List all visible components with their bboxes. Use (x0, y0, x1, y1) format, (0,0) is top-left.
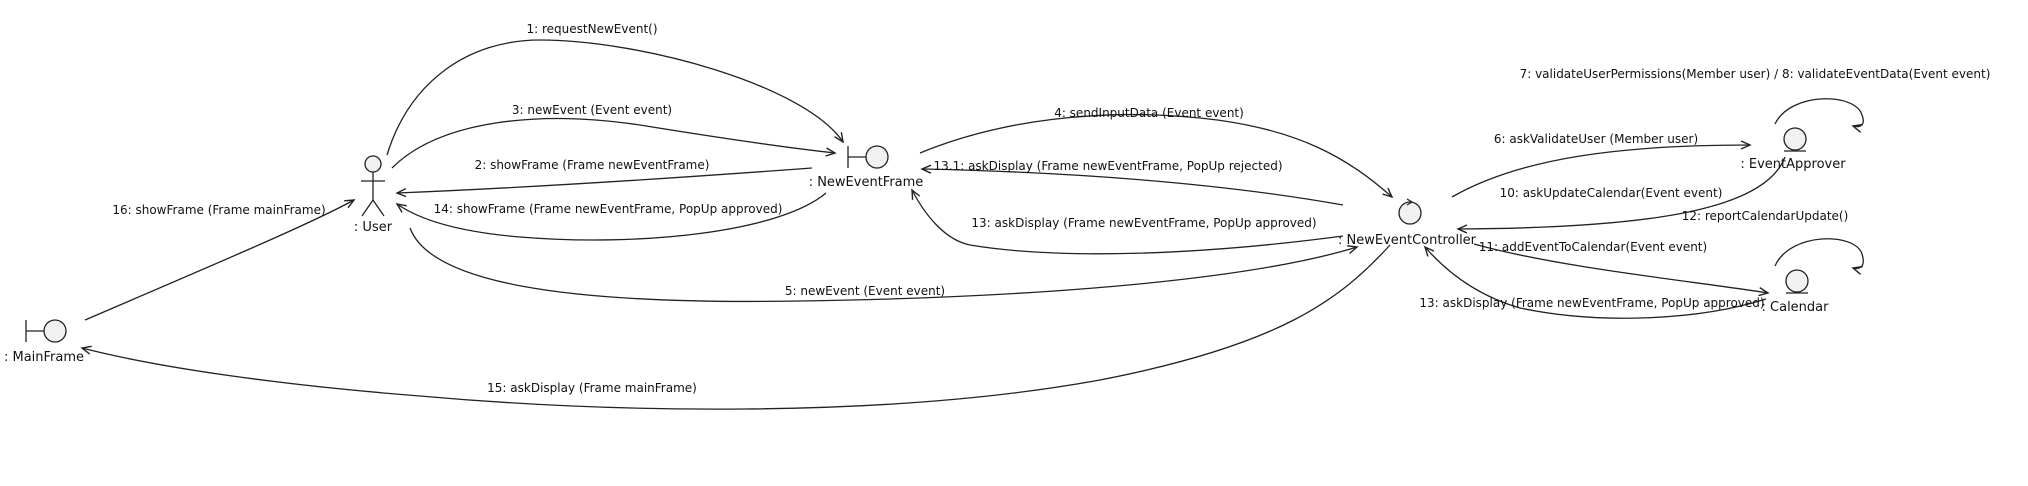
message-4-label: 4: sendInputData (Event event) (1054, 106, 1244, 120)
message-13-label: 13.1: askDisplay (Frame newEventFrame, P… (934, 159, 1283, 173)
main-frame-label: : MainFrame (4, 350, 84, 365)
message-10-label: 11: addEventToCalendar(Event event) (1479, 240, 1707, 254)
message-10-arrow (1473, 243, 1770, 297)
message-5-label: 5: newEvent (Event event) (785, 284, 945, 298)
message-6-label: 6: askValidateUser (Member user) (1494, 132, 1698, 146)
message-15-arrow (80, 244, 1391, 410)
message-9-label: 10: askUpdateCalendar(Event event) (1500, 186, 1723, 200)
event-approver-entity: : EventApprover (1740, 127, 1846, 172)
boundary-icon (847, 145, 889, 169)
message-5-arrow (409, 227, 1359, 303)
calendar-entity: : Calendar (1762, 269, 1830, 315)
message-12-arrow (1423, 245, 1767, 319)
message-13-1-label: 13: askDisplay (Frame newEventFrame, Pop… (971, 216, 1316, 230)
message-9-arrow (1456, 156, 1786, 234)
new-event-frame-boundary: : NewEventFrame (809, 145, 924, 190)
message-2-label: 2: showFrame (Frame newEventFrame) (475, 158, 710, 172)
message-13-1-arrow (911, 188, 1344, 255)
new-event-frame-label: : NewEventFrame (809, 175, 924, 190)
message-11-label: 12: reportCalendarUpdate() (1682, 209, 1849, 223)
message-3-arrow (391, 117, 837, 169)
message-14-arrow (395, 192, 827, 241)
message-7-8-label: 7: validateUserPermissions(Member user) … (1520, 67, 1991, 81)
new-event-controller-control: : NewEventController (1338, 198, 1477, 248)
message-1-label: 1: requestNewEvent() (526, 22, 657, 36)
message-16-label: 16: showFrame (Frame mainFrame) (112, 203, 325, 217)
message-6-arrow (1451, 140, 1752, 198)
calendar-label: : Calendar (1762, 300, 1830, 315)
message-15-label: 15: askDisplay (Frame mainFrame) (487, 381, 697, 395)
entity-icon (1785, 269, 1809, 294)
message-11-self-loop (1774, 238, 1864, 275)
event-approver-label: : EventApprover (1740, 157, 1846, 172)
message-16-arrow (84, 199, 356, 321)
message-7-8-self-loop (1774, 98, 1864, 133)
message-14-label: 14: showFrame (Frame newEventFrame, PopU… (434, 202, 783, 216)
message-2-arrow (395, 167, 813, 198)
actor-icon (361, 155, 385, 217)
message-4-arrow (919, 113, 1394, 199)
new-event-controller-label: : NewEventController (1338, 233, 1477, 248)
message-connectors (80, 39, 1864, 410)
control-icon (1398, 198, 1422, 225)
message-3-label: 3: newEvent (Event event) (512, 103, 672, 117)
main-frame-boundary: : MainFrame (4, 319, 84, 365)
entity-icon (1783, 127, 1807, 152)
message-12-label: 13: askDisplay (Frame newEventFrame, Pop… (1419, 296, 1764, 310)
boundary-icon (25, 319, 67, 343)
message-13-arrow (920, 164, 1344, 206)
message-1-arrow (386, 39, 844, 156)
message-labels: 1: requestNewEvent() 3: newEvent (Event … (112, 22, 1990, 395)
user-label: : User (354, 220, 393, 235)
user-actor: : User (354, 155, 393, 235)
